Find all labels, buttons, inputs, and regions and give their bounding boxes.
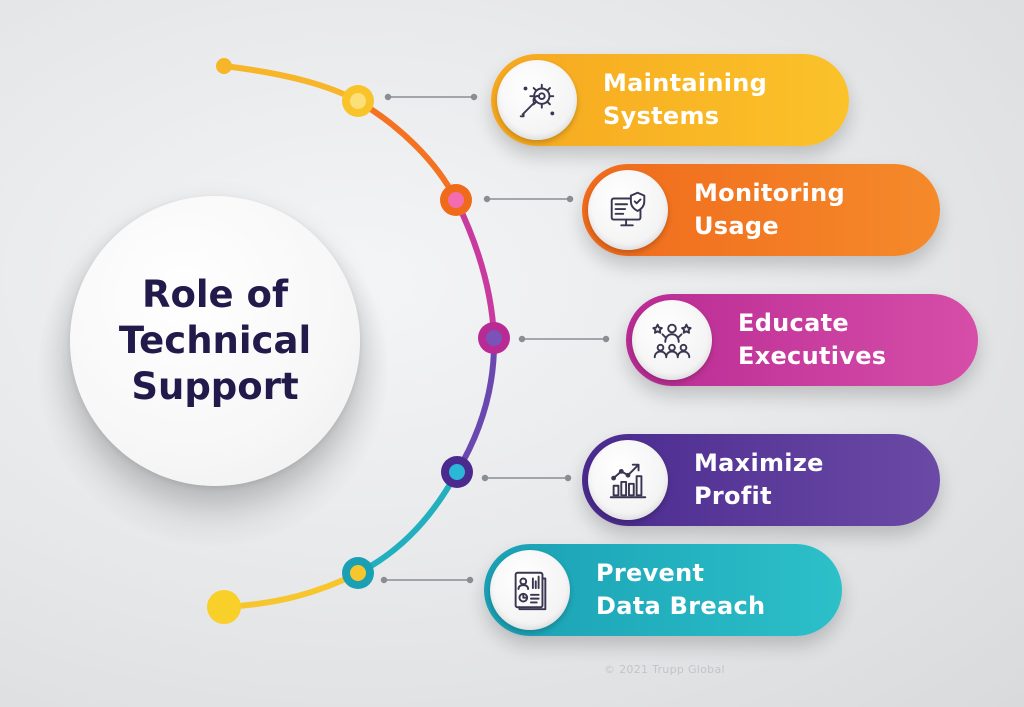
wrench-gear-icon <box>519 83 555 118</box>
center-title-line-2: Technical <box>118 319 312 362</box>
arc-end-dot <box>207 590 241 624</box>
arc-node-5 <box>342 557 374 589</box>
item-monitoring-usage: Monitoring Usage <box>582 164 940 256</box>
arc-node-2 <box>440 184 472 216</box>
center-circle: Role of Technical Support <box>70 196 360 486</box>
center-title: Role of Technical Support <box>119 272 311 410</box>
item-label-line-2: Profit <box>694 482 772 510</box>
arc-segment-yellow <box>221 63 361 104</box>
item-maximize-profit: Maximize Profit <box>582 434 940 526</box>
arc-node-1 <box>342 85 374 117</box>
arc-segment-end <box>221 570 361 610</box>
growth-chart-icon <box>609 463 647 499</box>
icon-badge <box>588 440 668 520</box>
arc-node-4 <box>441 456 473 488</box>
item-label-line-1: Educate <box>738 309 849 337</box>
item-maintaining-systems: Maintaining Systems <box>491 54 849 146</box>
arc-segment-teal <box>355 469 460 576</box>
copyright-text: © 2021 Trupp Global <box>604 663 725 676</box>
item-label-line-1: Maintaining <box>603 69 768 97</box>
icon-badge <box>490 550 570 630</box>
item-label-line-2: Executives <box>738 342 887 370</box>
item-label-line-2: Data Breach <box>596 592 766 620</box>
center-title-line-1: Role of <box>141 273 289 316</box>
item-label: Educate Executives <box>738 307 886 373</box>
secure-report-icon <box>514 571 547 611</box>
arc-segment-orange <box>355 98 459 203</box>
icon-badge <box>588 170 668 250</box>
item-label: Maximize Profit <box>694 447 824 513</box>
arc-node-3 <box>478 322 510 354</box>
presentation-audience-icon <box>652 323 692 359</box>
item-label-line-1: Monitoring <box>694 179 845 207</box>
icon-badge <box>497 60 577 140</box>
item-label-line-2: Systems <box>603 102 720 130</box>
arc-start-dot <box>216 58 232 74</box>
arc-segment-magenta <box>453 197 497 341</box>
icon-badge <box>632 300 712 380</box>
item-label-line-2: Usage <box>694 212 779 240</box>
item-label: Monitoring Usage <box>694 177 845 243</box>
item-prevent-data-breach: Prevent Data Breach <box>484 544 842 636</box>
center-title-line-3: Support <box>131 365 299 408</box>
item-educate-executives: Educate Executives <box>626 294 978 386</box>
item-label: Prevent Data Breach <box>596 557 765 623</box>
item-label-line-1: Prevent <box>596 559 705 587</box>
arc-segment-purple <box>454 335 498 475</box>
monitor-shield-icon <box>610 191 646 227</box>
item-label-line-1: Maximize <box>694 449 824 477</box>
item-label: Maintaining Systems <box>603 67 767 133</box>
